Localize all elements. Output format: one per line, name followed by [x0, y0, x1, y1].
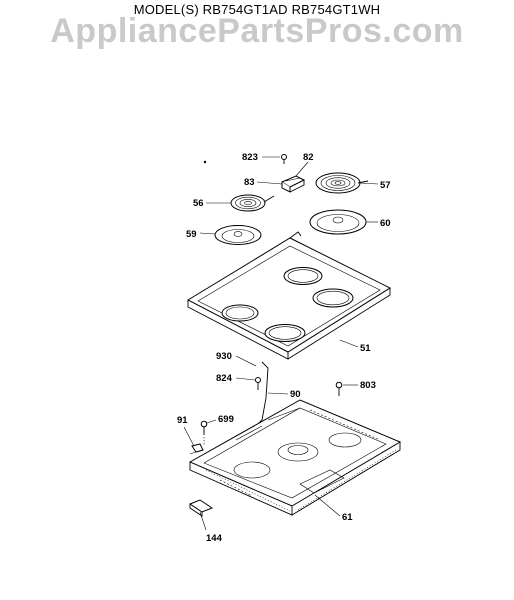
- part-91-clip[interactable]: [189, 443, 204, 455]
- part-61-burner-box[interactable]: [188, 399, 402, 516]
- callout-59: 59: [186, 229, 197, 240]
- stray-dot: [203, 160, 207, 164]
- callout-823: 823: [242, 152, 258, 163]
- watermark-text: AppliancePartsPros.com: [50, 12, 464, 50]
- callout-91: 91: [177, 415, 188, 426]
- callout-82: 82: [303, 152, 314, 163]
- callout-61: 61: [342, 512, 353, 523]
- part-60-large-drip-pan[interactable]: [309, 209, 367, 235]
- part-699-screw[interactable]: [200, 420, 208, 446]
- callout-83: 83: [244, 177, 255, 188]
- leader-lines: [183, 156, 379, 517]
- part-59-small-drip-pan[interactable]: [214, 225, 262, 245]
- callout-699: 699: [218, 414, 234, 425]
- part-57-large-surface-unit[interactable]: [315, 172, 369, 194]
- part-56-small-surface-unit[interactable]: [230, 194, 275, 212]
- part-90-support-rod[interactable]: [255, 361, 269, 425]
- callout-824: 824: [216, 373, 233, 384]
- part-803-screw[interactable]: [335, 381, 343, 396]
- callout-labels: 823 82 83 57 56 60 59 51 930 824 90 803 …: [177, 152, 391, 544]
- callout-56: 56: [193, 198, 204, 209]
- part-144-bracket[interactable]: [188, 499, 214, 531]
- model-numbers: MODEL(S) RB754GT1AD RB754GT1WH: [133, 2, 381, 17]
- part-823-screw[interactable]: [281, 154, 287, 165]
- callout-51: 51: [360, 343, 371, 354]
- callout-803: 803: [360, 380, 376, 391]
- callout-90: 90: [290, 389, 301, 400]
- callout-930: 930: [216, 351, 232, 362]
- callout-60: 60: [380, 218, 391, 229]
- part-51-cooktop[interactable]: [186, 231, 392, 360]
- part-82-terminal-block[interactable]: [280, 175, 306, 193]
- callout-57: 57: [380, 180, 391, 191]
- callout-144: 144: [206, 533, 223, 544]
